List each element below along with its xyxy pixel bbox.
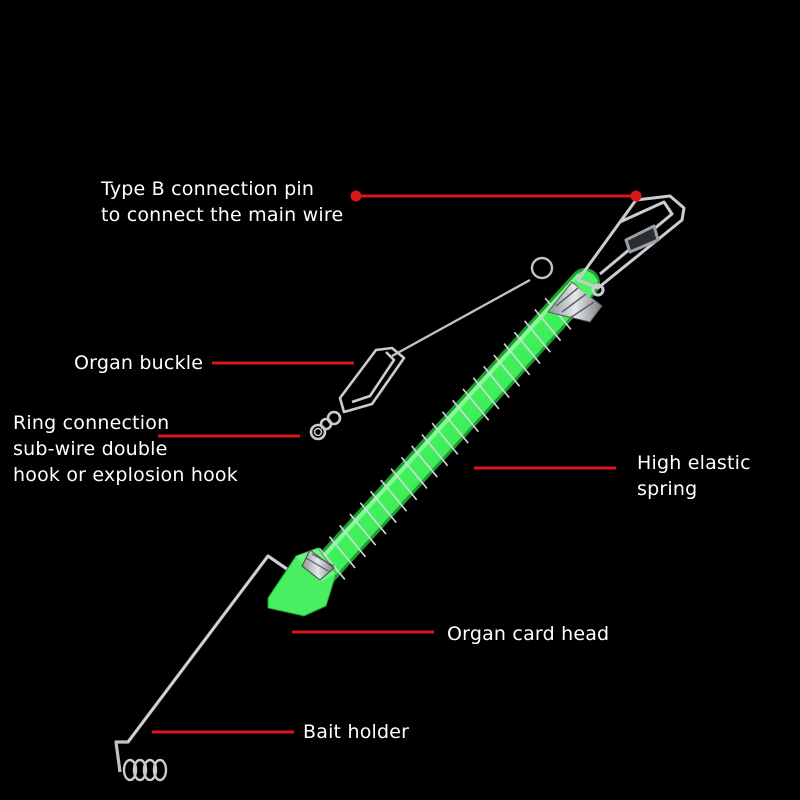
label-spring-line1: High elastic: [637, 452, 751, 474]
spring-coil: [441, 411, 469, 444]
bait-holder-wire: [114, 554, 301, 773]
label-organ-buckle: Organ buckle: [74, 350, 203, 376]
organ-card-head-shape: [267, 547, 337, 617]
spring-coil: [400, 456, 428, 490]
label-organ-buckle-line1: Organ buckle: [74, 352, 204, 374]
organ-buckle-shape: [309, 346, 406, 441]
snap-pin: [576, 194, 686, 297]
spring-coil: [462, 388, 490, 421]
spring-coil: [513, 331, 541, 365]
label-pin-line2: to connect the main wire: [101, 204, 344, 226]
spring-coil: [339, 524, 367, 558]
callout-lines: [152, 190, 642, 734]
label-ring-connection: Ring connection sub-wire double hook or …: [13, 410, 238, 488]
spring-coil: [452, 399, 480, 433]
bait-holder-coil: [122, 758, 168, 782]
spring-coil: [380, 479, 408, 512]
spring-coil: [523, 320, 551, 353]
spring-coil: [534, 308, 562, 342]
spring-coil: [390, 468, 418, 501]
label-high-elastic-spring: High elastic spring: [637, 450, 751, 502]
spring-coil: [431, 422, 459, 455]
spring-coil: [359, 502, 387, 535]
spring-coil: [493, 354, 521, 387]
spring-coil: [503, 343, 531, 376]
label-spring-line2: spring: [637, 478, 698, 500]
label-ring-line2: sub-wire double: [13, 438, 168, 460]
spring-coil: [318, 547, 346, 580]
spring-coil: [349, 513, 377, 546]
spring-coil: [482, 365, 510, 399]
label-bait-holder: Bait holder: [303, 719, 409, 745]
label-bait-holder-line1: Bait holder: [303, 721, 410, 743]
label-ring-line3: hook or explosion hook: [13, 464, 238, 486]
callout-dot-pin-right: [630, 190, 642, 202]
label-ring-line1: Ring connection: [13, 412, 170, 434]
main-wire: [391, 256, 554, 358]
spring-coil: [328, 536, 356, 569]
spring-coil: [472, 377, 500, 410]
spring-coil: [369, 490, 397, 524]
label-type-b-pin: Type B connection pin to connect the mai…: [101, 176, 343, 228]
label-pin-line1: Type B connection pin: [101, 178, 315, 200]
glow-rod: [293, 268, 600, 603]
label-organ-card-head: Organ card head: [447, 621, 609, 647]
label-card-head-line1: Organ card head: [447, 623, 610, 645]
spring-coil: [410, 445, 438, 478]
spring-coil: [421, 433, 449, 467]
callout-dot-pin-left: [350, 190, 362, 202]
